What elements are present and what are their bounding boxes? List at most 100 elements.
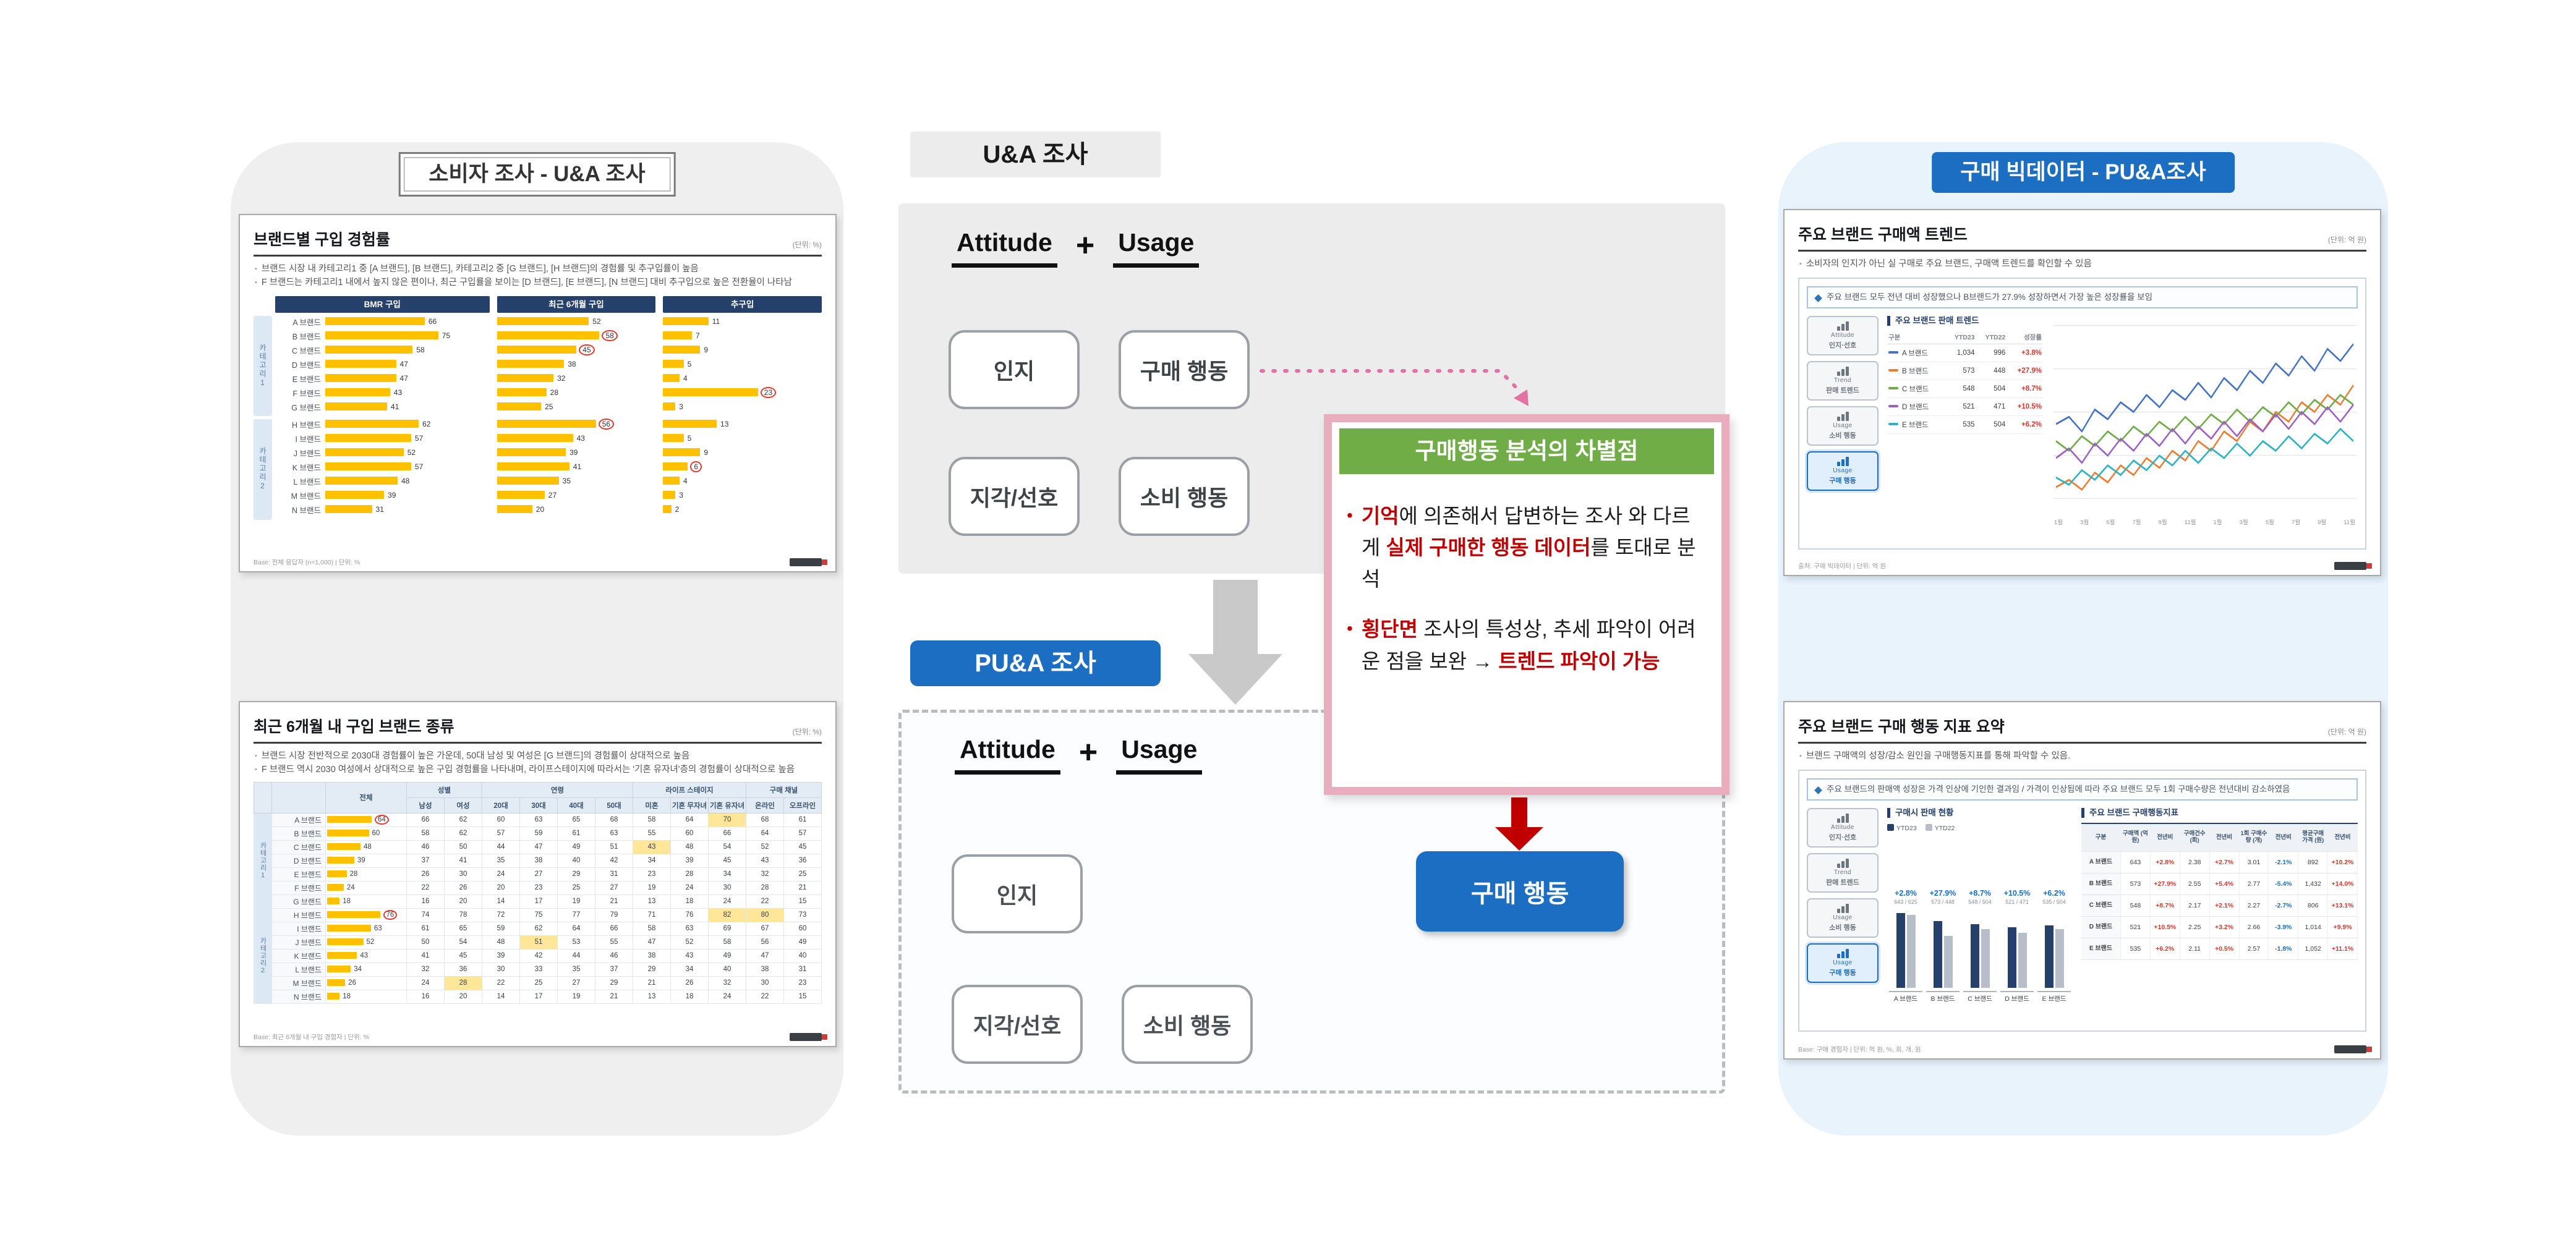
bar-value: 9 — [704, 448, 709, 457]
column-group-header: 구매 채널 — [746, 781, 822, 798]
bar-value: 58 — [416, 345, 425, 354]
bar-row: 7 — [663, 329, 822, 343]
bar-track: 4 — [663, 475, 822, 487]
bar-value: 20 — [535, 504, 545, 514]
icon-bar — [1841, 414, 1845, 421]
bar — [325, 360, 396, 368]
series-color-swatch — [1888, 387, 1898, 390]
bars — [1896, 906, 1916, 988]
bar-track: 57 — [325, 433, 490, 444]
cell: 53 — [557, 935, 595, 950]
bar-track: 52 — [325, 447, 490, 458]
cell: 2.11 — [2180, 938, 2210, 961]
thumbnail-label-en: Usage — [1833, 914, 1853, 921]
cell: +5.4% — [2209, 873, 2240, 896]
legend-ytd22: 448 — [1976, 362, 2007, 381]
bar — [325, 317, 425, 326]
x-axis-label: 3월 — [2080, 519, 2089, 526]
x-axis-label: 7월 — [2132, 519, 2141, 526]
cell: 26 — [670, 975, 709, 990]
total-cell: 28 — [325, 867, 407, 882]
cell: 60 — [482, 812, 520, 827]
cell: 548 — [2121, 895, 2151, 917]
report-title: 최근 6개월 내 구입 브랜드 종류 — [254, 718, 454, 736]
table-header: 평균구매가격 (원) — [2298, 824, 2329, 852]
bar — [325, 374, 396, 383]
cell: 60 — [783, 921, 822, 936]
bar — [497, 346, 577, 354]
cell: 1,014 — [2298, 917, 2329, 939]
cell: 61 — [406, 921, 445, 936]
cell: 45 — [444, 948, 482, 963]
bar-row: 5 — [663, 431, 822, 446]
total-cell: 64 — [325, 812, 407, 827]
cell: +14.0% — [2328, 873, 2358, 896]
cell: 50 — [444, 839, 482, 854]
bar-value: 52 — [407, 448, 416, 457]
cell: 65 — [557, 812, 595, 827]
bar-track: 38 — [497, 359, 656, 370]
cell: 63 — [595, 826, 633, 841]
total-header: 전체 — [325, 781, 407, 814]
cell: +2.1% — [2209, 895, 2240, 917]
cell: 58 — [633, 812, 671, 827]
bars — [1970, 906, 1990, 988]
attitude-label: Attitude — [952, 228, 1057, 268]
legend-ytd23: 548 — [1945, 380, 1976, 399]
cell: 2.55 — [2180, 873, 2210, 896]
brand-label: D 브랜드 — [2081, 917, 2121, 939]
bar — [497, 448, 566, 457]
total-value: 34 — [354, 965, 362, 973]
down-block-arrow — [1188, 580, 1282, 705]
attitude-label: Attitude — [955, 735, 1060, 775]
bar — [327, 979, 346, 987]
table-header: 전년비 — [2269, 824, 2299, 852]
cell: 32 — [708, 975, 746, 990]
cell: 51 — [595, 839, 633, 854]
cell: 64 — [557, 921, 595, 936]
bar — [663, 346, 701, 354]
category-label: 카테고리2 — [254, 419, 272, 520]
bar-track: 5 — [663, 433, 822, 444]
bar — [325, 491, 385, 499]
brand-label: D 브랜드 — [291, 360, 321, 370]
bar-track: 43 — [325, 387, 490, 398]
cell: -2.7% — [2269, 895, 2299, 917]
cell: +9.9% — [2328, 917, 2358, 939]
legend-ytd23: 573 — [1945, 362, 1976, 381]
bar-track: 20 — [497, 504, 656, 515]
cell: 3.01 — [2239, 852, 2269, 874]
cell: 57 — [482, 826, 520, 841]
brand-label: H 브랜드 — [291, 420, 321, 430]
plus-sign: + — [1075, 227, 1095, 263]
legend-growth: +27.9% — [2007, 362, 2043, 381]
x-axis-label: 5월 — [2106, 519, 2115, 526]
cell: 42 — [595, 853, 633, 868]
insight-note-text: 주요 브랜드의 판매액 성장은 가격 인상에 기인한 결과임 / 가격이 인상됨… — [1827, 784, 2290, 794]
cell: 892 — [2298, 852, 2329, 874]
cell: 46 — [595, 948, 633, 963]
mini-bar-chart-icon — [1836, 858, 1849, 868]
bar — [2055, 928, 2064, 988]
cell: 64 — [670, 812, 709, 827]
legend-name: E 브랜드 — [1887, 415, 1945, 435]
corner-cell — [254, 781, 272, 814]
icon-bar — [1845, 858, 1849, 868]
cell: 34 — [670, 962, 709, 977]
cell: 22 — [746, 989, 784, 1004]
brand-label: M 브랜드 — [271, 975, 326, 990]
cell: 29 — [557, 867, 595, 882]
bar — [325, 402, 387, 411]
brand-label: F 브랜드 — [271, 880, 326, 895]
bar-value: 6 — [690, 461, 702, 472]
icon-bar — [1845, 948, 1849, 958]
mini-bar-chart-icon — [1836, 411, 1849, 421]
cell: 2.66 — [2239, 917, 2269, 939]
bar-track: 35 — [497, 475, 656, 487]
